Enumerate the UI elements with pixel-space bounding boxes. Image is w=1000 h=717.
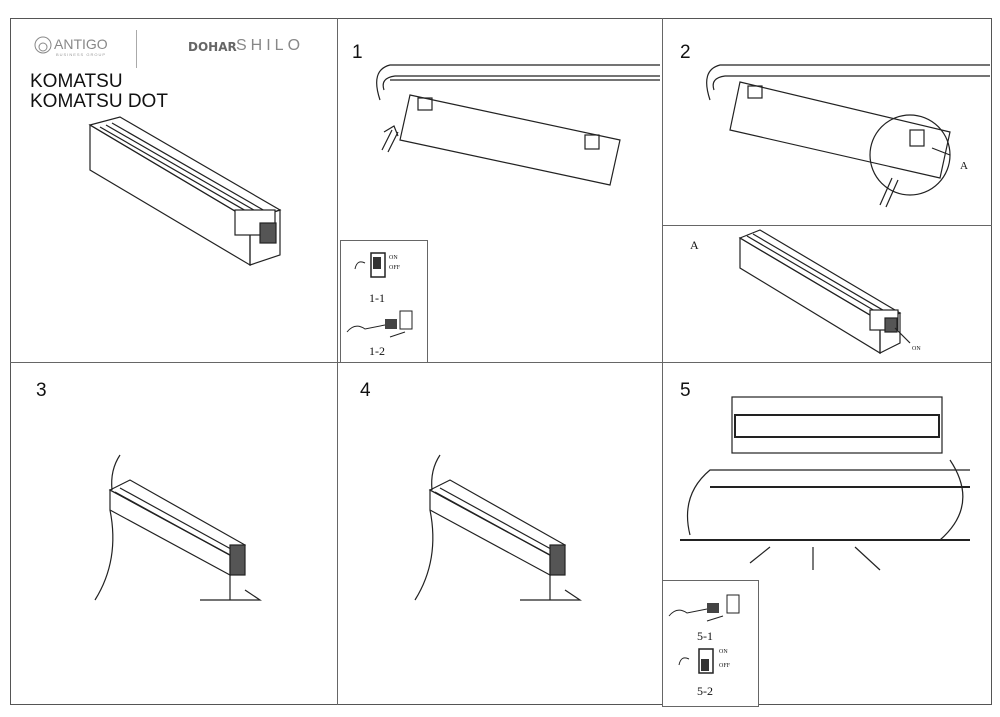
profile-light-on-illustration	[680, 396, 970, 571]
detail-marker: A	[960, 160, 968, 172]
switch-off-icon	[354, 252, 386, 278]
fixture-isometric-illustration	[88, 116, 282, 267]
switch-off-label: OFF	[719, 663, 731, 669]
step-number: 1	[352, 42, 363, 63]
divider	[662, 225, 992, 226]
switch-on-label: ON	[719, 649, 728, 655]
substep-label: 1-2	[369, 344, 385, 358]
step-number: 3	[36, 380, 47, 401]
ceiling-profile-insert-illustration	[376, 64, 660, 186]
plug-in-icon	[668, 594, 740, 622]
brand-antigo-sub: BUSINESS GROUP	[56, 52, 107, 57]
divider	[10, 362, 992, 363]
brand-antigo: ANTIGO	[54, 36, 108, 52]
substep-label: 5-1	[697, 629, 713, 643]
profile-installed-illustration	[414, 454, 582, 601]
step-number: 2	[680, 42, 691, 63]
switch-on-icon	[678, 648, 714, 674]
divider	[662, 18, 663, 705]
step-number: 4	[360, 380, 371, 401]
brand-shilo: SHILO	[236, 37, 305, 54]
manual-page-frame	[10, 18, 992, 705]
substep-label: 1-1	[369, 291, 385, 305]
logo-divider	[136, 30, 137, 68]
detail-callout: ON	[912, 346, 921, 352]
switch-on-label: ON	[389, 255, 398, 261]
substep-label: 5-2	[697, 684, 713, 698]
switch-off-label: OFF	[389, 265, 401, 271]
fixture-detail-illustration	[738, 229, 911, 355]
profile-closed-illustration	[94, 454, 262, 601]
detail-label: A	[690, 238, 699, 252]
substep-inset: ON OFF 1-1 1-2	[340, 240, 428, 363]
product-name: KOMATSU DOT	[30, 91, 168, 112]
substep-inset: 5-1 ON OFF 5-2	[662, 580, 759, 707]
antigo-logo-icon	[34, 36, 52, 54]
divider	[337, 18, 338, 705]
brand-dohar: DOHAR	[188, 40, 237, 54]
step-number: 5	[680, 380, 691, 401]
unplug-icon	[346, 310, 413, 338]
ceiling-profile-lock-illustration	[706, 64, 990, 208]
product-name: KOMATSU	[30, 71, 123, 92]
